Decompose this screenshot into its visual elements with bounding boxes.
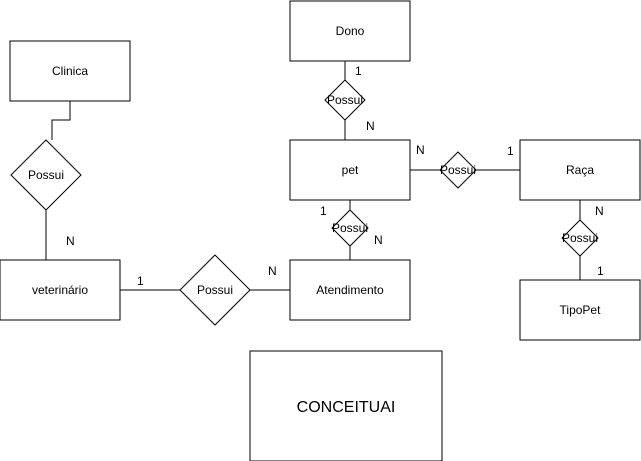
card-raca-from-tipopet: N: [595, 204, 604, 218]
entity-conceitual-label: CONCEITUAI: [297, 399, 396, 416]
card-dono-side: 1: [355, 64, 362, 78]
entity-pet-label: pet: [342, 163, 359, 177]
relationship-dono-pet[interactable]: Possui: [324, 79, 366, 121]
entity-dono[interactable]: Dono: [289, 0, 411, 62]
entity-tipopet[interactable]: TipoPet: [519, 279, 641, 341]
card-vet-from-clinica: N: [66, 234, 75, 248]
relationship-clinica-vet[interactable]: Possui: [10, 139, 82, 211]
card-atendimento-from-pet: N: [374, 233, 383, 247]
relationship-clinica-vet-label: Possui: [28, 168, 64, 182]
relationship-pet-raca-label: Possui: [440, 163, 476, 177]
entity-conceitual[interactable]: CONCEITUAI: [249, 350, 443, 461]
entity-veterinario-label: veterinário: [32, 283, 88, 297]
card-pet-from-raca: N: [416, 143, 425, 157]
entity-clinica-label: Clinica: [52, 64, 88, 78]
card-pet-from-atendimento: 1: [320, 204, 327, 218]
entity-veterinario[interactable]: veterinário: [0, 259, 121, 321]
entity-pet[interactable]: pet: [289, 139, 411, 201]
card-atendimento-from-vet: N: [268, 264, 277, 278]
relationship-raca-tipopet[interactable]: Possui: [561, 219, 599, 257]
entity-atendimento[interactable]: Atendimento: [289, 259, 411, 321]
relationship-dono-pet-label: Possui: [327, 93, 363, 107]
relationship-vet-atendimento-label: Possui: [197, 283, 233, 297]
card-raca-from-pet: 1: [507, 144, 514, 158]
entity-tipopet-label: TipoPet: [560, 303, 602, 317]
relationship-vet-atendimento[interactable]: Possui: [179, 254, 251, 326]
entity-dono-label: Dono: [336, 24, 365, 38]
relationship-pet-atendimento[interactable]: Possui: [331, 209, 369, 247]
card-vet-from-atendimento: 1: [137, 274, 144, 288]
entity-raca-label: Raça: [566, 163, 594, 177]
relationship-pet-raca[interactable]: Possui: [439, 151, 477, 189]
entity-raca[interactable]: Raça: [519, 139, 641, 201]
line-clinica-possui: [51, 101, 71, 140]
entity-atendimento-label: Atendimento: [316, 283, 384, 297]
card-pet-from-dono: N: [366, 119, 375, 133]
relationship-pet-atendimento-label: Possui: [332, 221, 368, 235]
relationship-raca-tipopet-label: Possui: [562, 231, 598, 245]
entity-clinica[interactable]: Clinica: [9, 40, 131, 102]
card-tipopet-from-raca: 1: [597, 264, 604, 278]
